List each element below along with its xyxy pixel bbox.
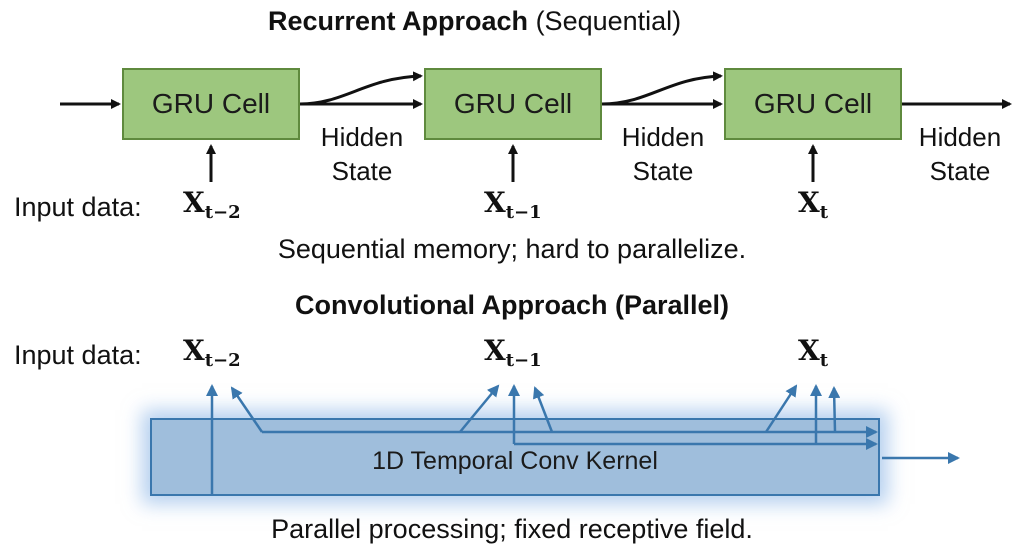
recurrent-title-bold: Recurrent Approach — [268, 6, 529, 36]
conv-input-x-t: Xt — [798, 334, 829, 371]
recurrent-input-label: Input data: — [14, 192, 142, 222]
conv-input-x-t-minus-1: Xt−1 — [484, 334, 542, 371]
recurrent-input-x-t-minus-2: Xt−2 — [183, 186, 241, 223]
hidden-state-line2: State — [331, 156, 393, 186]
gru-cell-2: GRU Cell — [424, 68, 602, 140]
hidden-state-line2: State — [929, 156, 991, 186]
hidden-state-label-1: Hidden State — [307, 120, 417, 188]
recurrent-input-x-t: Xt — [798, 186, 829, 223]
convolutional-input-label: Input data: — [14, 340, 142, 370]
hidden-curve-1 — [299, 71, 423, 106]
conv-branch-1 — [230, 386, 264, 433]
hidden-state-label-3: Hidden State — [905, 120, 1015, 188]
recurrent-title-rest: (Sequential) — [535, 6, 682, 36]
hidden-state-line1: Hidden — [621, 122, 705, 152]
gru-cell-3: GRU Cell — [724, 68, 902, 140]
conv-branch-2 — [459, 384, 500, 433]
conv-branch-5 — [828, 386, 841, 433]
hidden-curve-2 — [601, 71, 723, 106]
hidden-state-line2: State — [632, 156, 694, 186]
recurrent-input-x-t-minus-1: Xt−1 — [484, 186, 542, 223]
convolutional-title: Convolutional Approach (Parallel) — [294, 290, 730, 320]
hidden-state-line1: Hidden — [320, 122, 404, 152]
hidden-state-line1: Hidden — [918, 122, 1002, 152]
hidden-state-label-2: Hidden State — [608, 120, 718, 188]
conv-kernel-label: 1D Temporal Conv Kernel — [372, 446, 658, 475]
conv-branch-3 — [533, 386, 554, 433]
gru-cell-1: GRU Cell — [122, 68, 300, 140]
recurrent-title: Recurrent Approach (Sequential) — [268, 6, 681, 37]
convolutional-note: Parallel processing; fixed receptive fie… — [271, 514, 753, 544]
recurrent-note: Sequential memory; hard to parallelize. — [277, 234, 747, 264]
conv-branch-4 — [764, 384, 798, 433]
conv-input-x-t-minus-2: Xt−2 — [183, 334, 241, 371]
